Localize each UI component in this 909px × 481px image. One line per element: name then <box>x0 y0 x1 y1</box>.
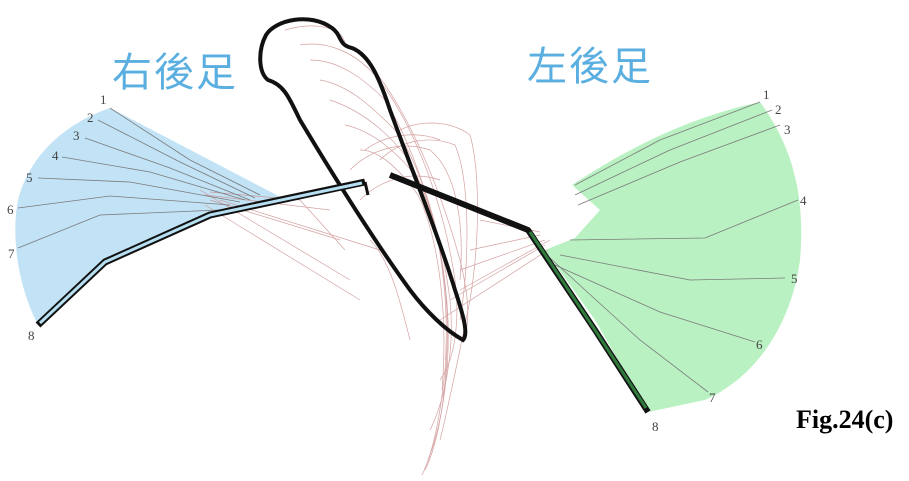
left-limb-position-lines <box>549 101 799 393</box>
left-label-7: 7 <box>709 390 716 405</box>
left-label-3: 3 <box>784 122 791 137</box>
figure-caption: Fig.24(c) <box>796 405 894 434</box>
pelvis-outline <box>258 17 468 343</box>
left-hind-leg-title: 左後足 <box>527 44 653 90</box>
right-label-6: 6 <box>7 202 14 217</box>
left-label-6: 6 <box>756 337 763 352</box>
left-label-4: 4 <box>800 193 807 208</box>
left-leg-current <box>388 172 651 414</box>
right-label-2: 2 <box>87 110 94 125</box>
left-label-2: 2 <box>775 102 782 117</box>
right-leg-sweep-area <box>15 108 290 325</box>
position-labels: 1 2 3 4 5 6 7 8 1 2 3 4 5 6 7 8 <box>7 87 807 434</box>
right-limb-position-lines <box>17 107 261 249</box>
right-label-5: 5 <box>26 170 33 185</box>
left-label-5: 5 <box>791 271 798 286</box>
right-label-8: 8 <box>28 328 35 343</box>
right-label-4: 4 <box>52 148 59 163</box>
right-label-7: 7 <box>8 246 15 261</box>
left-leg-sweep-area <box>545 102 802 412</box>
right-hind-leg-title: 右後足 <box>112 50 238 96</box>
right-label-3: 3 <box>73 128 80 143</box>
left-label-1: 1 <box>763 87 770 102</box>
right-label-1: 1 <box>100 92 107 107</box>
right-leg-current <box>35 178 370 328</box>
motion-trace-lines <box>199 25 551 476</box>
left-label-8: 8 <box>652 419 659 434</box>
